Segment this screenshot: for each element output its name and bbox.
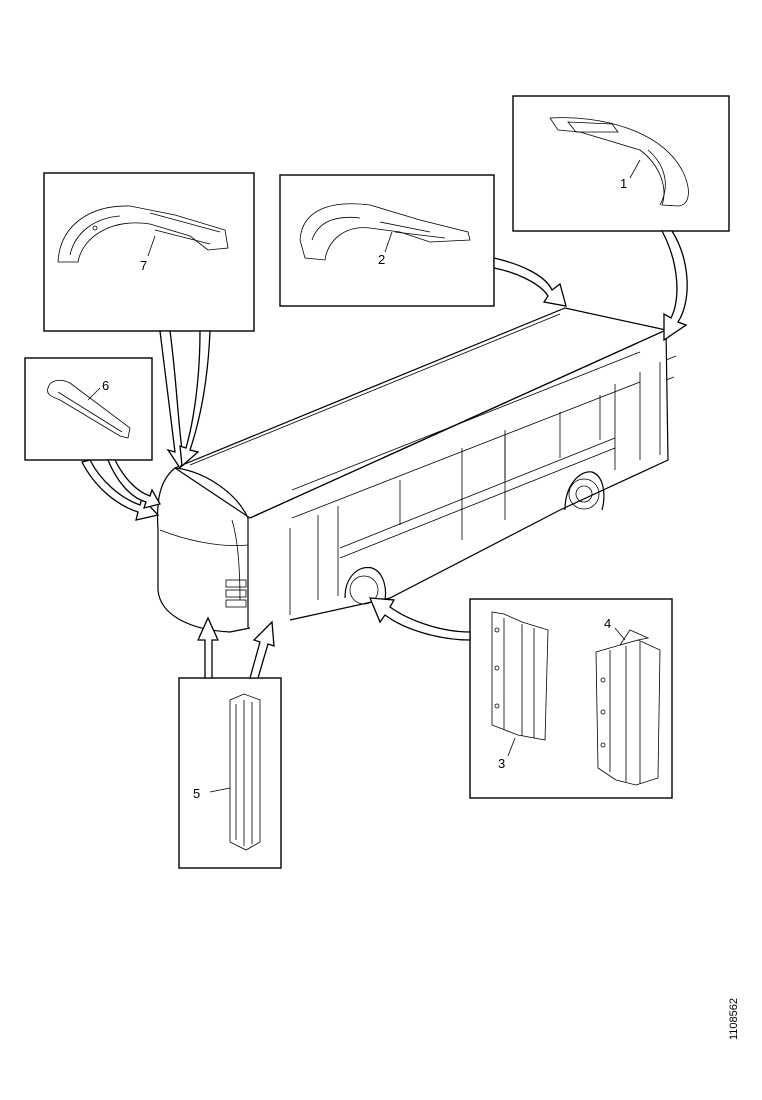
part-label-6: 6	[102, 378, 109, 393]
bus-illustration	[156, 307, 677, 633]
part-label-3: 3	[498, 756, 505, 771]
part-label-4: 4	[604, 616, 611, 631]
callout-box-part-7: 7	[43, 172, 255, 332]
callout-box-part-6: 6	[24, 357, 153, 461]
callout-box-part-5: 5	[178, 677, 282, 869]
part-label-1: 1	[620, 176, 627, 191]
part-label-2: 2	[378, 252, 385, 267]
drawing-reference-code: 1108562	[728, 997, 740, 1040]
part-label-5: 5	[193, 786, 200, 801]
callout-box-parts-3-4: 3 4	[469, 598, 673, 799]
part-label-7: 7	[140, 258, 147, 273]
callout-box-part-2: 2	[279, 174, 495, 307]
callout-arrows	[81, 230, 688, 679]
callout-box-part-1: 1	[512, 95, 730, 232]
